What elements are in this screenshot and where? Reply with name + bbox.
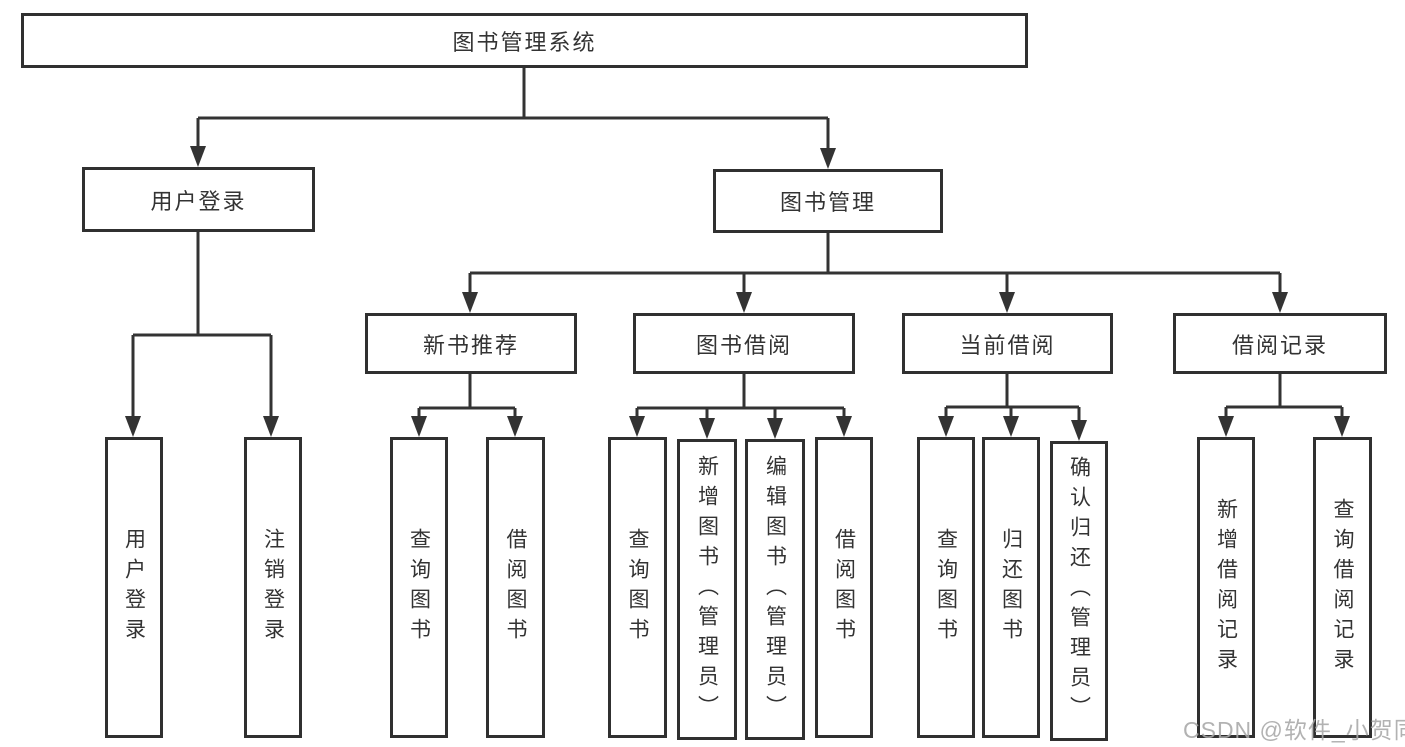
- node-label: 新增图书（管理员）: [695, 454, 719, 725]
- leaf-return-book: 归还图书: [982, 437, 1040, 738]
- node-label: 查询图书: [934, 527, 958, 648]
- node-label: 当前借阅: [959, 332, 1056, 358]
- node-borrowing-records: 借阅记录: [1173, 313, 1387, 374]
- node-label: 新增借阅记录: [1214, 497, 1238, 678]
- arrowhead-icons: [125, 146, 1350, 441]
- node-label: 查询图书: [407, 527, 431, 648]
- node-current-borrowing: 当前借阅: [902, 313, 1113, 374]
- node-label: 确认归还（管理员）: [1067, 456, 1091, 726]
- node-label: 归还图书: [999, 527, 1023, 648]
- node-label: 图书借阅: [695, 332, 792, 358]
- leaf-logout: 注销登录: [244, 437, 302, 738]
- node-label: 查询图书: [626, 527, 649, 648]
- node-label: 编辑图书（管理员）: [763, 454, 787, 725]
- leaf-add-book-admin: 新增图书（管理员）: [677, 439, 737, 740]
- node-label: 借阅记录: [1231, 332, 1328, 358]
- leaf-query-books-3: 查询图书: [917, 437, 975, 738]
- node-book-borrowing: 图书借阅: [633, 313, 855, 374]
- node-label: 图书管理系统: [452, 29, 597, 55]
- node-label: 注销登录: [261, 527, 285, 648]
- leaf-add-borrow-record: 新增借阅记录: [1197, 437, 1255, 738]
- leaf-borrow-books-2: 借阅图书: [815, 437, 873, 738]
- node-label: 用户登录: [122, 527, 146, 648]
- leaf-query-books-2: 查询图书: [608, 437, 667, 738]
- node-label: 新书推荐: [422, 332, 519, 358]
- node-book-management: 图书管理: [713, 169, 943, 233]
- node-label: 借阅图书: [832, 527, 856, 648]
- leaf-borrow-books-1: 借阅图书: [486, 437, 545, 738]
- leaf-query-books-1: 查询图书: [390, 437, 448, 738]
- node-library-management-system: 图书管理系统: [21, 13, 1028, 68]
- leaf-confirm-return-admin: 确认归还（管理员）: [1050, 441, 1108, 741]
- node-new-book-recommendation: 新书推荐: [365, 313, 577, 374]
- node-label: 图书管理: [779, 190, 876, 215]
- leaf-edit-book-admin: 编辑图书（管理员）: [745, 439, 805, 740]
- csdn-watermark: CSDN @软件_小贺同学: [1183, 717, 1405, 743]
- node-user-login: 用户登录: [82, 167, 315, 232]
- leaf-user-login: 用户登录: [105, 437, 163, 738]
- leaf-query-borrow-record: 查询借阅记录: [1313, 437, 1372, 738]
- node-label: 用户登录: [150, 188, 247, 214]
- node-label: 查询借阅记录: [1331, 497, 1354, 678]
- node-label: 借阅图书: [504, 527, 527, 648]
